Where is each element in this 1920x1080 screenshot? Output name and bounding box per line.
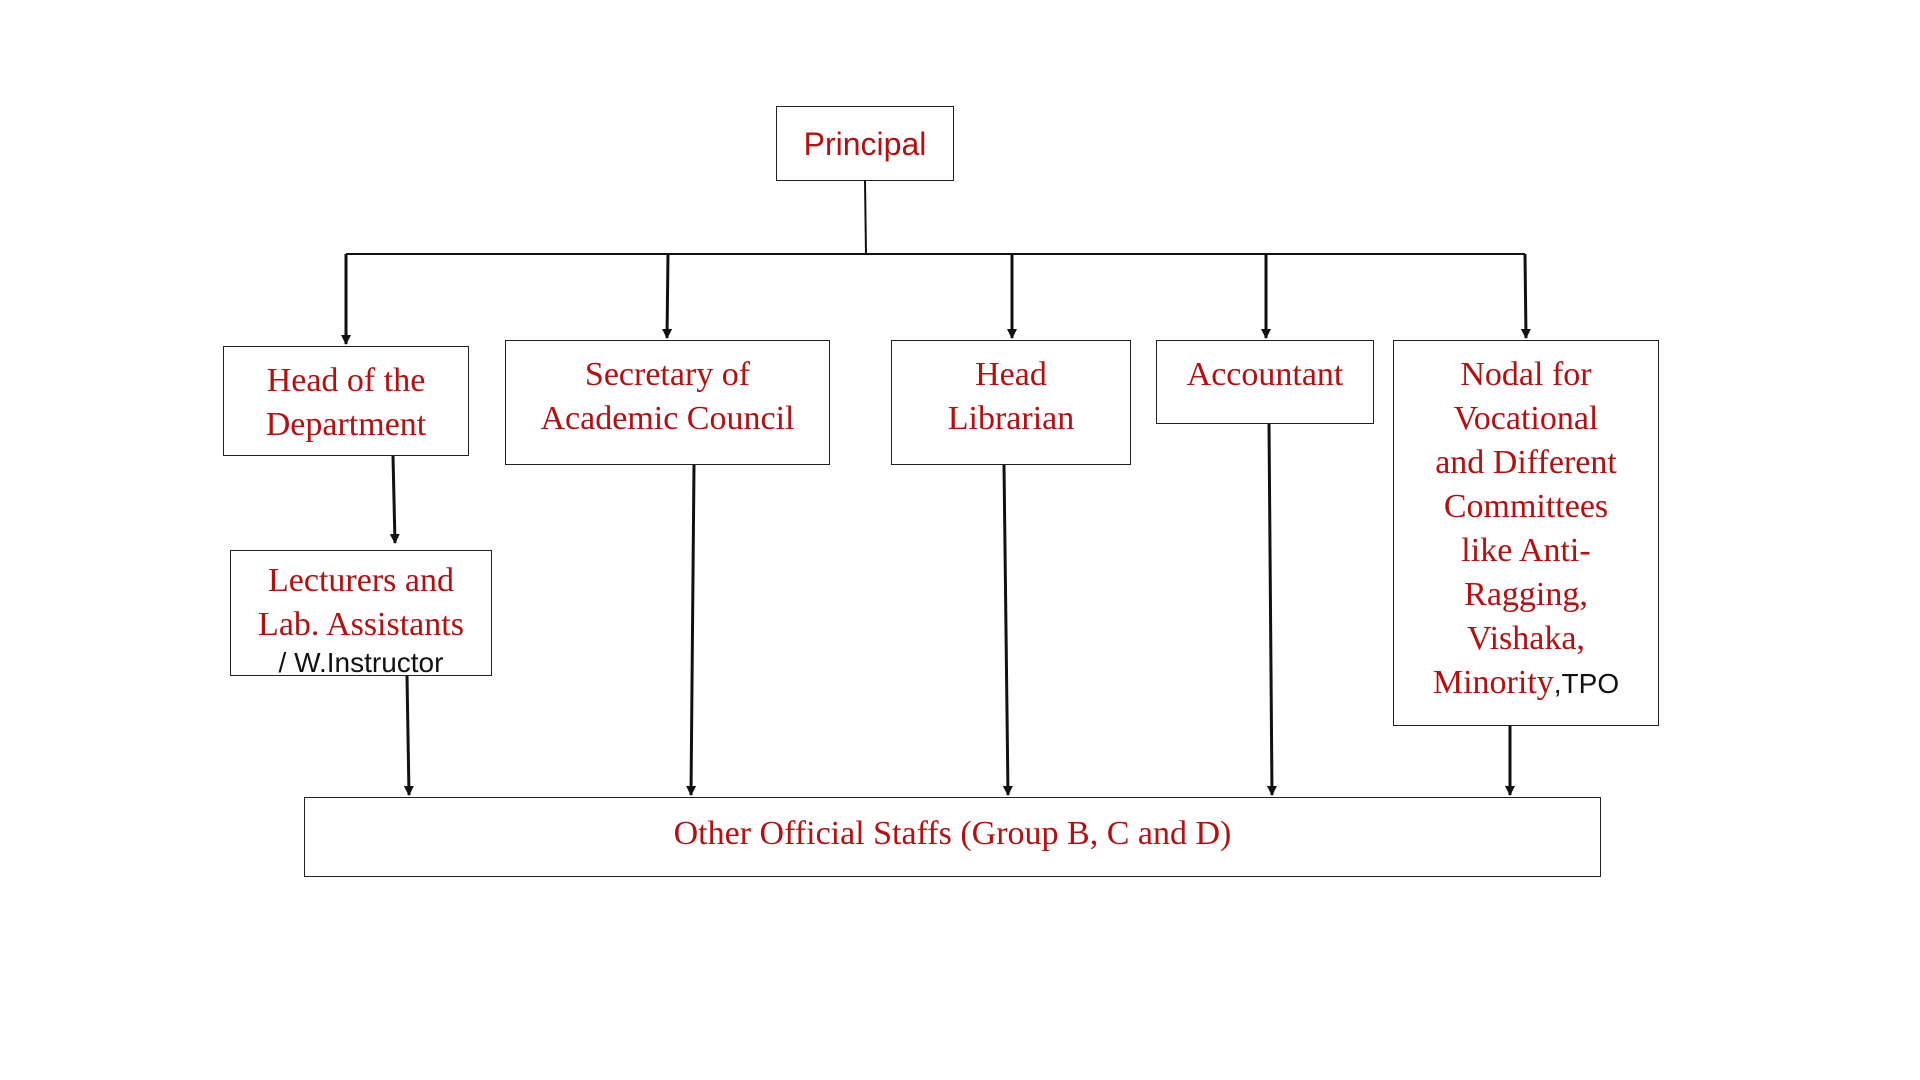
nodal-committees-box: Nodal for Vocational and Different Commi…: [1393, 340, 1659, 726]
head-of-department-label-line-2: Department: [265, 406, 427, 443]
accountant-label: Accountant: [1186, 356, 1344, 393]
arrow-accountant-to-staffs: [1266, 423, 1277, 796]
nodal-label-line-3: and Different: [1435, 444, 1617, 481]
head-of-department-box: Head of the Department: [223, 346, 469, 456]
arrow-to-nodal: [1520, 253, 1531, 339]
arrow-secretary-to-staffs: [686, 464, 697, 796]
head-librarian-box: Head Librarian: [891, 340, 1131, 465]
principal-label: Principal: [803, 125, 927, 162]
lecturers-label-line-2: Lab. Assistants: [258, 606, 464, 643]
nodal-label-line-8: Minority,TPO: [1433, 661, 1619, 705]
accountant-box: Accountant: [1156, 340, 1374, 424]
arrow-to-lecturers: [389, 455, 400, 544]
nodal-label-tpo-suffix: ,TPO: [1553, 668, 1620, 699]
nodal-label-line-4: Committees: [1443, 488, 1609, 525]
lecturers-label-instructor-suffix: / W.Instructor: [278, 647, 444, 678]
principal-box: Principal: [776, 106, 954, 181]
arrow-lecturers-to-staffs: [403, 675, 414, 796]
principal-connector: [864, 180, 867, 255]
librarian-label-line-1: Head: [975, 356, 1047, 393]
other-official-staffs-label: Other Official Staffs (Group B, C and D): [673, 815, 1232, 852]
librarian-label-line-2: Librarian: [947, 400, 1075, 437]
nodal-label-minority: Minority: [1432, 664, 1554, 701]
nodal-label-line-5: like Anti-: [1461, 532, 1591, 569]
secretary-label-line-2: Academic Council: [540, 400, 795, 437]
lecturers-label-line-1: Lecturers and: [268, 562, 454, 599]
arrow-librarian-to-staffs: [1002, 464, 1013, 796]
nodal-label-line-7: Vishaka,: [1467, 620, 1585, 657]
other-official-staffs-box: Other Official Staffs (Group B, C and D): [304, 797, 1601, 877]
head-of-department-label-line-1: Head of the: [266, 362, 426, 399]
secretary-label-line-1: Secretary of: [584, 356, 751, 393]
arrow-to-secretary: [662, 253, 673, 339]
secretary-academic-council-box: Secretary of Academic Council: [505, 340, 830, 465]
nodal-label-line-2: Vocational: [1453, 400, 1599, 437]
nodal-label-line-1: Nodal for: [1460, 356, 1592, 393]
lecturers-lab-assistants-box: Lecturers and Lab. Assistants / W.Instru…: [230, 550, 492, 678]
nodal-label-line-6: Ragging,: [1464, 576, 1588, 613]
